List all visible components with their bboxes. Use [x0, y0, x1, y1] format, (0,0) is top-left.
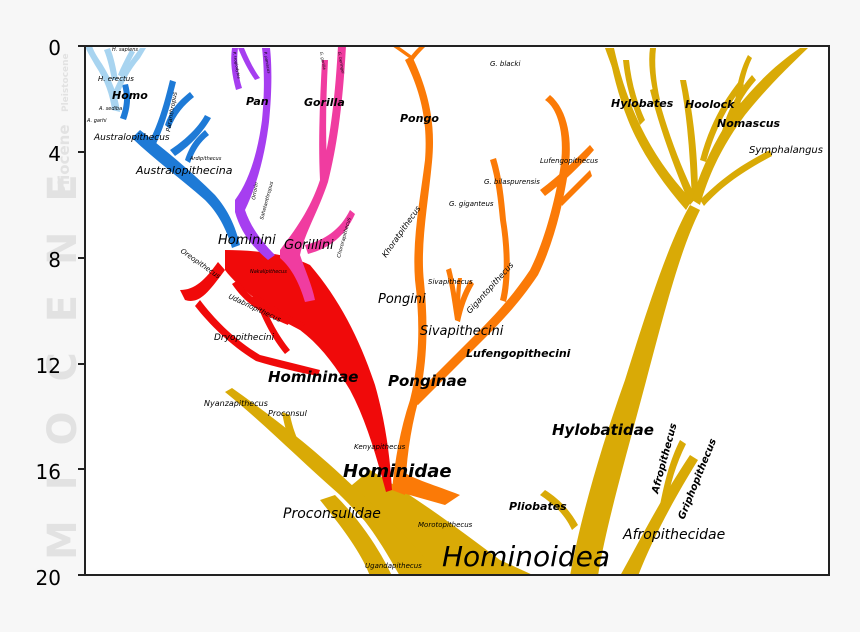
label-sivapithecini: Sivapithecini — [420, 324, 504, 339]
label-ugandapithecus: Ugandapithecus — [365, 562, 422, 570]
label-hominidae: Hominidae — [343, 461, 452, 482]
label-gorilla: Gorilla — [304, 96, 345, 109]
label-hoolock: Hoolock — [685, 98, 735, 111]
label-lufengopithecini: Lufengopithecini — [466, 347, 571, 360]
label-australopithecina: Australopithecina — [135, 164, 233, 177]
tick-marks — [78, 45, 85, 576]
label-hylobates: Hylobates — [611, 97, 674, 110]
label-pan: Pan — [246, 95, 269, 108]
label-gorillini: Gorillini — [284, 238, 334, 253]
label-g-bilaspurensis: G. bilaspurensis — [484, 178, 540, 186]
tick-0: 0 — [48, 36, 61, 60]
label-hominoidea: Hominoidea — [442, 540, 610, 573]
label-proconsulidae: Proconsulidae — [283, 506, 381, 522]
label-g-beringei: G. beringei — [337, 51, 346, 74]
label-p-troglodytes: P. troglodytes — [232, 51, 242, 79]
label-homo: Homo — [112, 89, 148, 102]
label-lufengopithecus: Lufengopithecus — [540, 157, 598, 165]
label-homininae: Homininae — [268, 368, 358, 386]
label-australopithecus: Australopithecus — [93, 133, 170, 143]
label-pongini: Pongini — [378, 292, 426, 307]
label-orrorin: Orrorin — [251, 182, 260, 201]
branch-hominoidea — [225, 48, 808, 574]
epoch-pliocene: Pliocene — [55, 125, 73, 197]
epoch-pleistocene: Pleistocene — [61, 53, 71, 112]
label-pongo: Pongo — [400, 112, 439, 125]
label-ardipithecus: Ardipithecus — [189, 156, 222, 162]
branch-australopithecina — [120, 80, 240, 248]
label-nakalipithecus: Nakalipithecus — [250, 269, 287, 275]
label-a-garhi: A. garhi — [86, 118, 107, 124]
tick-4: 4 — [48, 142, 61, 166]
branch-gorillini — [280, 47, 355, 302]
label-hylobatidae: Hylobatidae — [552, 421, 654, 439]
branch-pan — [231, 48, 275, 260]
branch-ponginae — [392, 47, 594, 505]
label-a-sediba: A. sediba — [98, 106, 122, 112]
label-g-giganteus: G. giganteus — [449, 200, 494, 208]
tick-12: 12 — [36, 354, 61, 378]
label-dryopithecini: Dryopithecini — [214, 333, 275, 343]
label-hominini: Hominini — [218, 233, 276, 248]
label-g-blacki: G. blacki — [490, 60, 520, 68]
label-pliobates: Pliobates — [509, 500, 567, 513]
branch-homo — [86, 47, 146, 112]
tick-20: 20 — [36, 566, 61, 590]
tick-16: 16 — [36, 460, 61, 484]
label-h-sapiens: H. sapiens — [112, 47, 138, 53]
label-p-paniscus: P. paniscus — [263, 51, 272, 73]
label-nyanzapithecus: Nyanzapithecus — [204, 399, 268, 408]
label-ponginae: Ponginae — [388, 372, 467, 390]
label-symphalangus: Symphalangus — [749, 145, 823, 156]
label-g-gorilla: G. gorilla — [319, 51, 327, 70]
label-proconsul: Proconsul — [268, 409, 308, 418]
tick-8: 8 — [48, 248, 61, 272]
label-nomascus: Nomascus — [717, 117, 781, 130]
label-afropithecidae: Afropithecidae — [622, 527, 725, 543]
label-kenyapithecus: Kenyapithecus — [354, 443, 406, 451]
label-h-erectus: H. erectus — [98, 75, 134, 83]
label-sivapithecus: Sivapithecus — [428, 278, 473, 286]
label-morotopithecus: Morotopithecus — [418, 521, 473, 529]
